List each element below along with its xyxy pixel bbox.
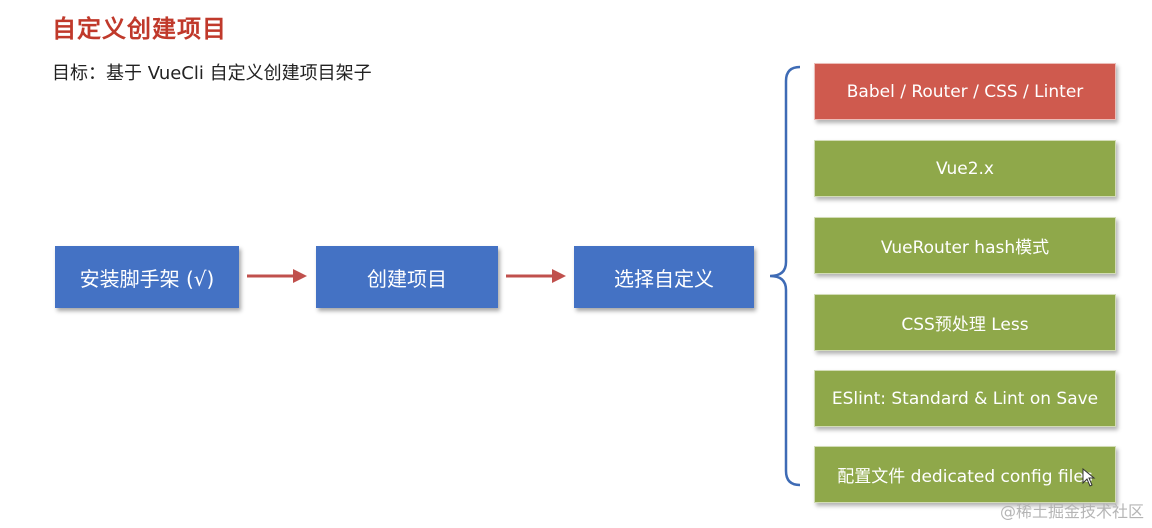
arrow-icon (247, 269, 307, 283)
page-title: 自定义创建项目 (52, 15, 227, 43)
arrow-icon (506, 269, 566, 283)
option-config-files: 配置文件 dedicated config files (814, 446, 1116, 503)
page-subtitle: 目标：基于 VueCli 自定义创建项目架子 (52, 63, 372, 84)
option-css-preprocessor: CSS预处理 Less (814, 294, 1116, 351)
step-create-project: 创建项目 (316, 246, 498, 308)
option-eslint-config: ESlint: Standard & Lint on Save (814, 370, 1116, 427)
curly-brace-icon (769, 65, 801, 487)
step-choose-custom: 选择自定义 (574, 246, 754, 308)
cursor-icon (1082, 468, 1096, 487)
option-vue-version: Vue2.x (814, 140, 1116, 197)
option-features: Babel / Router / CSS / Linter (814, 63, 1116, 120)
step-install-cli: 安装脚手架 (√) (55, 246, 239, 308)
watermark: @稀土掘金技术社区 (999, 502, 1144, 521)
option-router-mode: VueRouter hash模式 (814, 217, 1116, 274)
